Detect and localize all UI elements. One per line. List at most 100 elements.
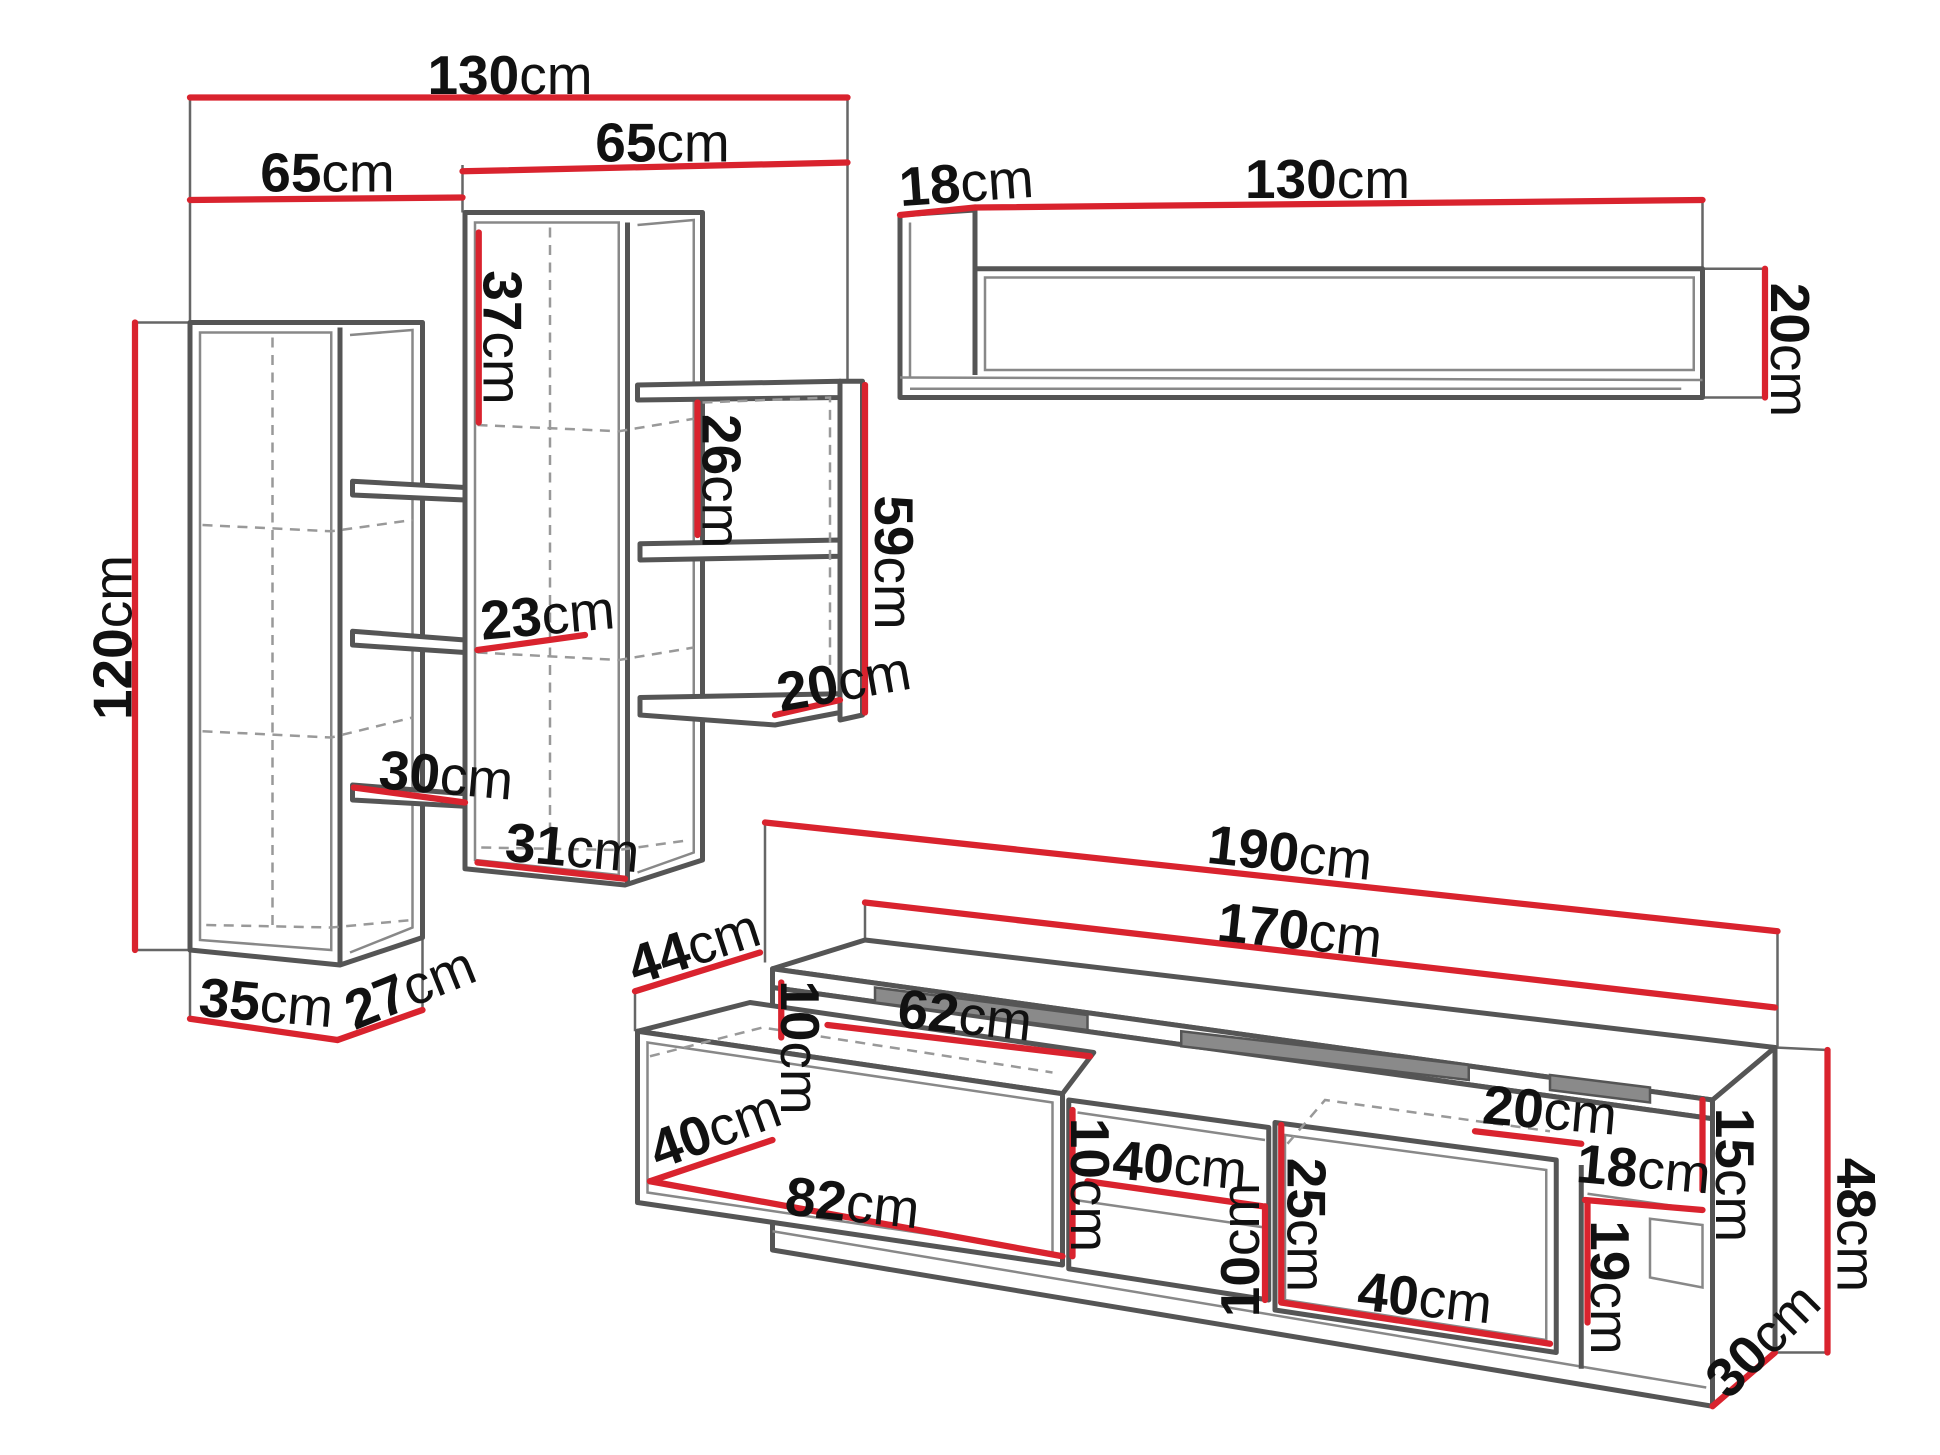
dimension-unit: cm xyxy=(832,639,915,713)
hidden-line xyxy=(1286,1098,1551,1145)
dimension-label: 59cm xyxy=(863,495,925,630)
dimension-unit: cm xyxy=(1171,1134,1249,1202)
dimension-unit: cm xyxy=(1209,1183,1271,1256)
dimension-unit: cm xyxy=(1825,1219,1887,1292)
niche-shelf xyxy=(1077,1111,1266,1142)
dimension-label: 20cm xyxy=(772,639,915,723)
dimension-label: 130cm xyxy=(1245,148,1410,210)
dimension-line xyxy=(861,899,1779,1011)
dimension-label: 40cm xyxy=(1355,1260,1495,1336)
dimension-label: 23cm xyxy=(478,578,617,651)
shelf-board-top xyxy=(899,376,1703,382)
dimension-line xyxy=(474,859,629,882)
tv-unit-base xyxy=(772,1230,1707,1389)
dimension-value: 19 xyxy=(1579,1220,1641,1281)
dimension-value: 10 xyxy=(1059,1118,1121,1179)
dimension-label: 190cm xyxy=(1205,813,1376,892)
dimension-unit: cm xyxy=(438,744,516,812)
dimension-value: 15 xyxy=(1704,1108,1766,1169)
dimension-unit: cm xyxy=(1704,1169,1766,1242)
dimension-value: 40 xyxy=(1110,1128,1176,1195)
dimension-unit: cm xyxy=(958,147,1035,214)
left-shelf-middle xyxy=(350,628,468,655)
dimension-unit: cm xyxy=(1416,1266,1495,1335)
dimension-value: 48 xyxy=(1825,1158,1887,1219)
dimension-unit: cm xyxy=(1059,1179,1121,1252)
dimension-value: 18 xyxy=(897,152,962,218)
dimension-line xyxy=(771,696,844,719)
hidden-shelf xyxy=(477,417,694,433)
dimension-line xyxy=(761,819,1781,935)
dimension-value: 130 xyxy=(1245,148,1337,210)
top-recess xyxy=(1548,1073,1652,1104)
dimension-label: 35cm xyxy=(197,966,336,1039)
dimension-label: 65cm xyxy=(260,142,395,204)
dimension-label: 40cm xyxy=(1110,1128,1249,1201)
right-drawer-inner xyxy=(1283,1133,1548,1342)
dimension-line xyxy=(1084,1178,1266,1210)
hidden-line xyxy=(702,396,832,690)
dimension-value: 10 xyxy=(769,980,831,1041)
dimension-label: 18cm xyxy=(897,147,1036,218)
dimension-unit: cm xyxy=(1275,1219,1337,1292)
wall-unit: 130cm 65cm 65cm 120cm 37cm 26cm 59cm 23c… xyxy=(82,44,925,1044)
dimension-label: 20cm xyxy=(1480,1073,1619,1146)
dimension-label: 120cm xyxy=(82,555,144,720)
dimension-unit: cm xyxy=(519,44,592,106)
side-shelf-bottom xyxy=(637,691,843,728)
dimension-label: 65cm xyxy=(595,112,730,174)
dimension-label: 10cm xyxy=(769,980,831,1115)
dimension-value: 65 xyxy=(260,142,321,204)
dimension-label: 15cm xyxy=(1704,1108,1766,1243)
dimension-line xyxy=(459,159,851,175)
dimension-label: 10cm xyxy=(1059,1118,1121,1253)
dimension-value: 35 xyxy=(197,966,263,1033)
top-recess xyxy=(873,986,1089,1032)
niche-shelf xyxy=(1074,1198,1266,1229)
dimension-unit: cm xyxy=(1579,1281,1641,1354)
dimension-unit: cm xyxy=(82,555,144,628)
dimension-line xyxy=(474,631,589,654)
dimension-label: 130cm xyxy=(427,44,592,106)
dimension-label: 10cm xyxy=(1209,1183,1271,1318)
dimension-value: 82 xyxy=(782,1165,849,1233)
dimension-unit: cm xyxy=(1306,900,1385,969)
dimension-value: 20 xyxy=(1759,283,1821,344)
dimension-unit: cm xyxy=(539,578,617,646)
dimension-unit: cm xyxy=(656,112,729,174)
dimension-unit: cm xyxy=(564,816,642,884)
top-recess xyxy=(1180,1029,1470,1082)
side-panel-right xyxy=(837,378,865,723)
dimension-line xyxy=(646,1136,776,1185)
dimension-unit: cm xyxy=(843,1171,922,1240)
dimension-label: 26cm xyxy=(690,414,752,549)
right-drawer-front xyxy=(1272,1120,1559,1355)
dimension-line xyxy=(186,194,466,204)
dimension-unit: cm xyxy=(690,475,752,548)
dimension-value: 130 xyxy=(427,44,519,106)
column-inner-front xyxy=(198,331,333,952)
dimension-line xyxy=(824,1021,1094,1060)
dimension-value: 62 xyxy=(895,977,962,1045)
hidden-shelf xyxy=(477,646,694,662)
dimension-label: 62cm xyxy=(895,977,1035,1053)
dimension-label: 48cm xyxy=(1825,1158,1887,1293)
dimension-label: 37cm xyxy=(472,270,534,405)
dimension-line xyxy=(971,196,1706,211)
hidden-shelf xyxy=(202,716,413,739)
dimension-value: 20 xyxy=(772,652,843,724)
dimension-value: 31 xyxy=(503,811,569,878)
dimension-line xyxy=(1278,1299,1554,1347)
dimension-value: 30 xyxy=(377,738,443,805)
dimension-unit: cm xyxy=(1296,823,1375,892)
dimension-line xyxy=(186,1015,341,1044)
dimension-unit: cm xyxy=(1759,344,1821,417)
column-inner-side xyxy=(349,328,414,954)
dimension-unit: cm xyxy=(472,331,534,404)
dimension-value: 170 xyxy=(1215,891,1313,962)
dimension-value: 23 xyxy=(478,585,544,652)
dimension-value: 26 xyxy=(690,414,752,475)
dimension-label: 18cm xyxy=(1574,1132,1713,1205)
dimension-value: 65 xyxy=(595,112,656,174)
dimension-line xyxy=(350,784,469,806)
